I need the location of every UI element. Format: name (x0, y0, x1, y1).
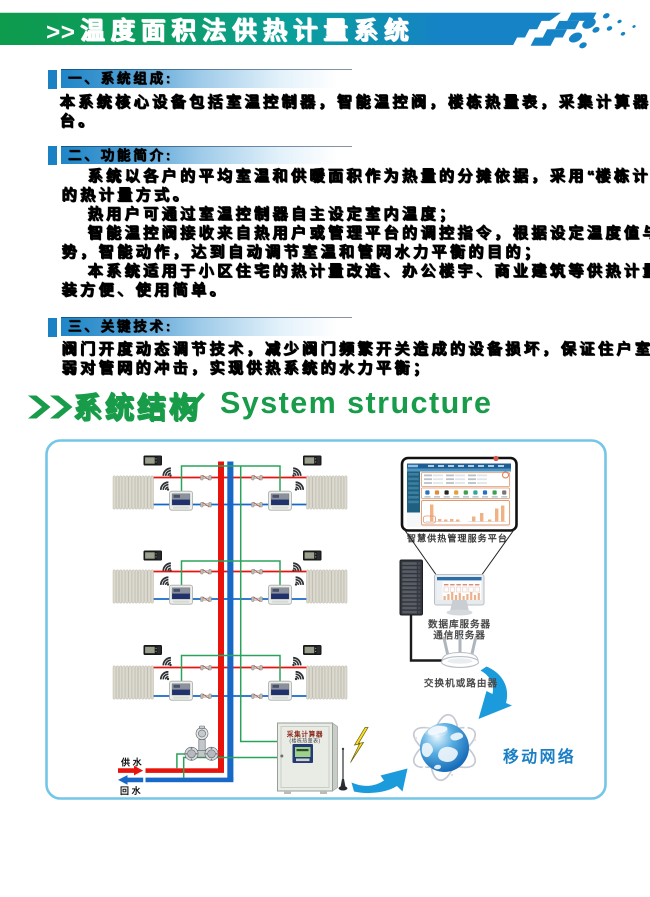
svg-text:智慧供热管理服务平台: 智慧供热管理服务平台 (407, 533, 508, 544)
svg-text:移动网络: 移动网络 (503, 747, 576, 766)
svg-text:回水: 回水 (120, 785, 143, 796)
svg-text:(楼栋热量表): (楼栋热量表) (289, 738, 320, 745)
svg-text:供水: 供水 (120, 756, 144, 767)
svg-text:数据库服务器: 数据库服务器 (427, 619, 491, 631)
svg-text:交换机或路由器: 交换机或路由器 (424, 678, 498, 690)
svg-text:采集计算器: 采集计算器 (286, 729, 323, 738)
